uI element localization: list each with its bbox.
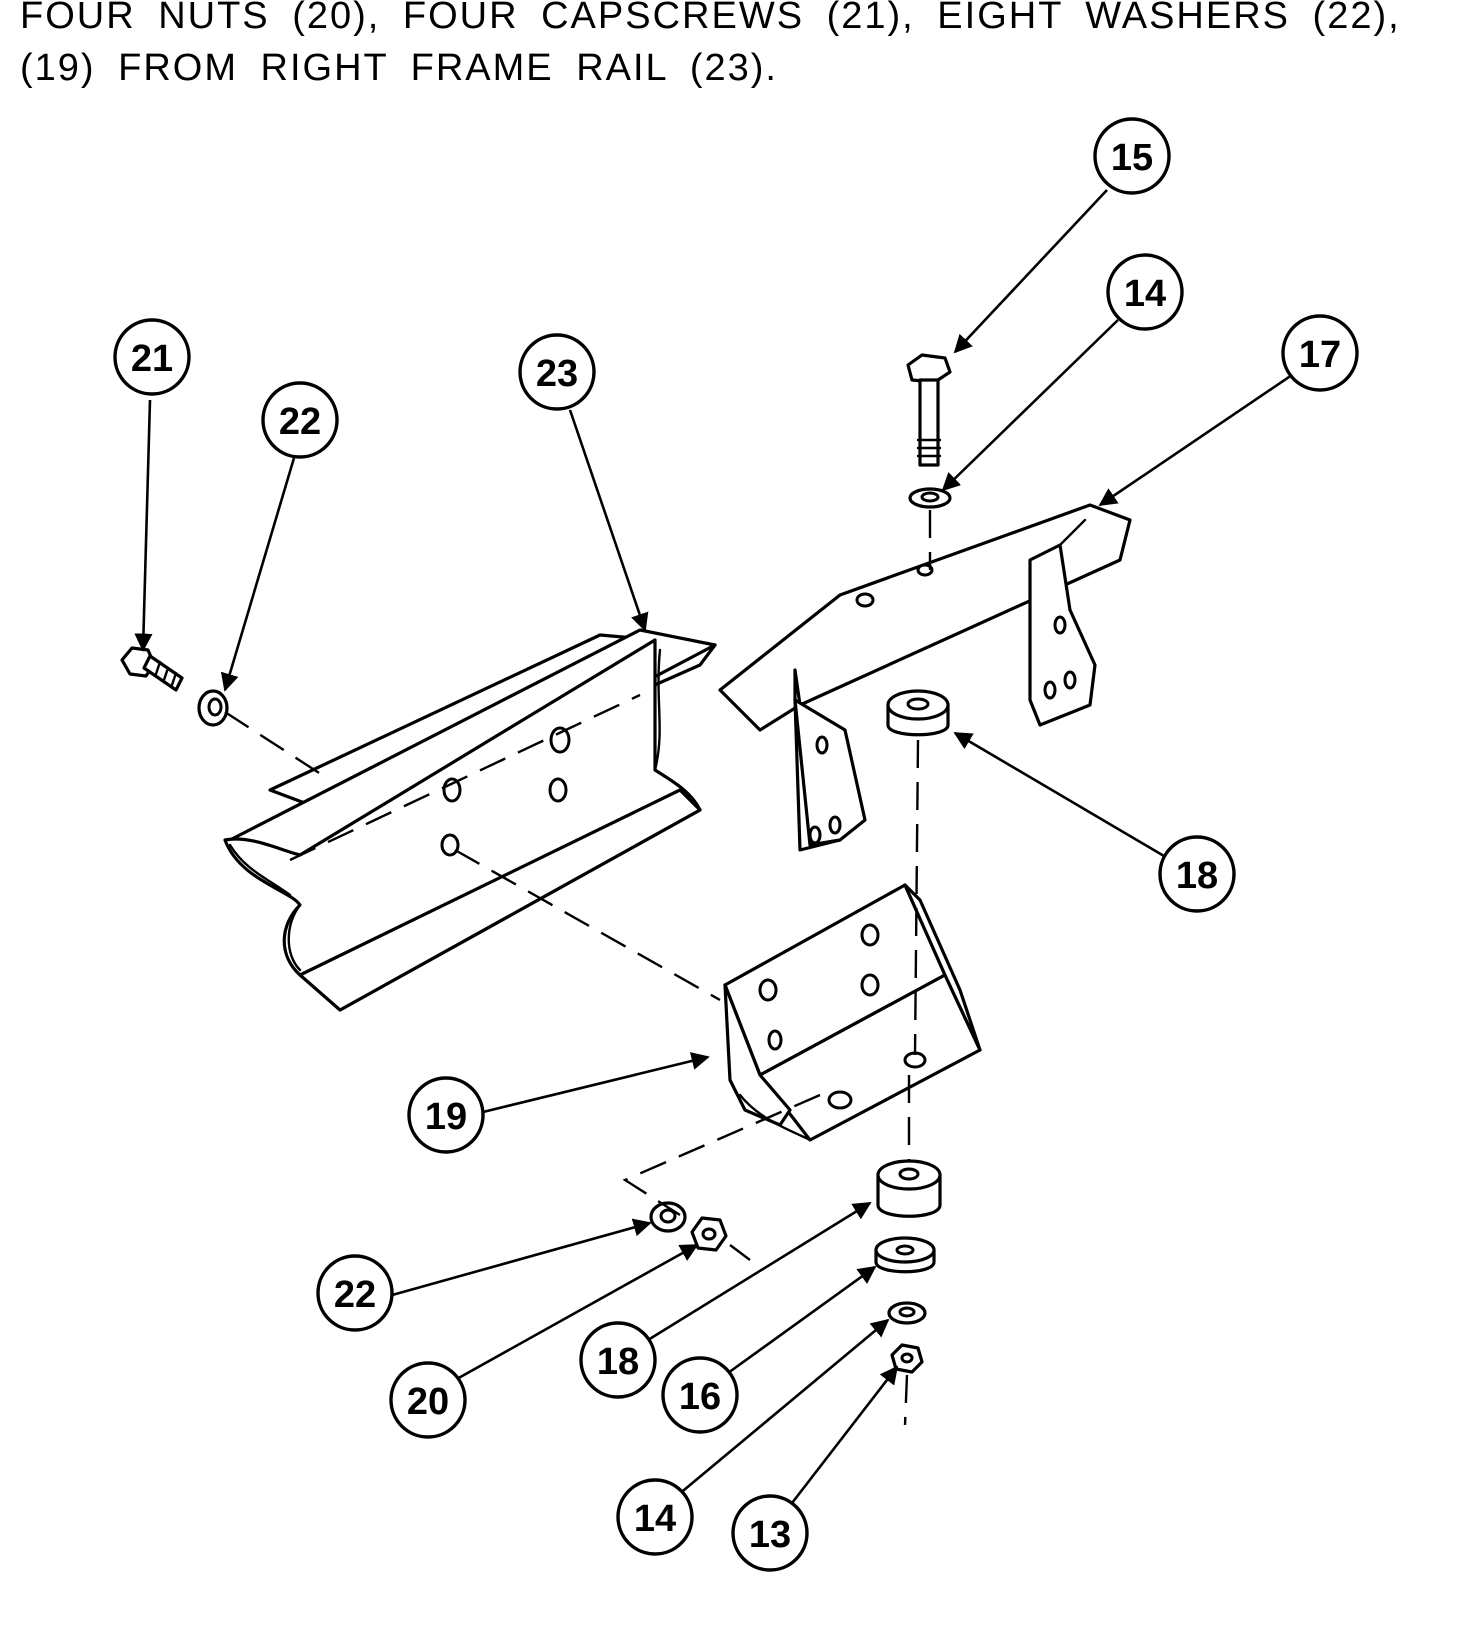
callout-22-lower: 22 bbox=[316, 1254, 394, 1332]
callout-14-lower: 14 bbox=[616, 1478, 694, 1556]
callout-19: 19 bbox=[407, 1076, 485, 1154]
callout-20-label: 20 bbox=[407, 1381, 449, 1423]
rail-hole bbox=[548, 777, 568, 803]
callout-16-label: 16 bbox=[679, 1376, 721, 1418]
instruction-text: FOUR NUTS (20), FOUR CAPSCREWS (21), EIG… bbox=[20, 0, 1460, 94]
callout-21-label: 21 bbox=[131, 338, 173, 380]
bolt-15 bbox=[906, 353, 952, 467]
callout-22-upper: 22 bbox=[261, 381, 339, 459]
washer-14-lower bbox=[887, 1301, 927, 1325]
washer-14-upper bbox=[908, 487, 952, 509]
callout-16: 16 bbox=[661, 1356, 739, 1434]
rail-hole bbox=[549, 726, 571, 754]
right-frame-rail bbox=[223, 628, 717, 1012]
callout-18-lower-label: 18 bbox=[597, 1341, 639, 1383]
callout-22-lower-label: 22 bbox=[334, 1274, 376, 1316]
capscrew-21 bbox=[120, 646, 184, 692]
callout-23: 23 bbox=[518, 333, 596, 411]
center-lines bbox=[224, 510, 932, 1426]
callout-17: 17 bbox=[1281, 314, 1359, 392]
callout-18-lower: 18 bbox=[579, 1321, 657, 1399]
callout-20: 20 bbox=[389, 1361, 467, 1439]
callout-18-right: 18 bbox=[1158, 835, 1236, 913]
callout-15: 15 bbox=[1093, 117, 1171, 195]
callout-18-right-label: 18 bbox=[1176, 855, 1218, 897]
callout-14-upper: 14 bbox=[1106, 253, 1184, 331]
instruction-line-1: FOUR NUTS (20), FOUR CAPSCREWS (21), EIG… bbox=[20, 0, 1401, 37]
pad-18-lower bbox=[876, 1159, 942, 1218]
callout-15-label: 15 bbox=[1111, 137, 1153, 179]
callout-13: 13 bbox=[731, 1494, 809, 1572]
callout-14-upper-label: 14 bbox=[1124, 273, 1166, 315]
callout-17-label: 17 bbox=[1299, 334, 1341, 376]
washer-16 bbox=[874, 1236, 936, 1274]
rail-hole bbox=[440, 833, 460, 857]
callout-19-label: 19 bbox=[425, 1096, 467, 1138]
pad-18-upper bbox=[886, 689, 950, 737]
instruction-line-2: (19) FROM RIGHT FRAME RAIL (23). bbox=[20, 47, 778, 89]
callout-21: 21 bbox=[113, 318, 191, 396]
washer-22-lower bbox=[649, 1201, 687, 1233]
upper-mounting-bracket bbox=[718, 503, 1132, 852]
lower-mounting-bracket bbox=[723, 883, 982, 1142]
callout-14-lower-label: 14 bbox=[634, 1498, 676, 1540]
callout-22-upper-label: 22 bbox=[279, 401, 321, 443]
callout-13-label: 13 bbox=[749, 1514, 791, 1556]
nut-20 bbox=[690, 1216, 728, 1252]
callout-23-label: 23 bbox=[536, 353, 578, 395]
washer-22-upper bbox=[197, 689, 229, 727]
leader-lines bbox=[134, 189, 1293, 1517]
